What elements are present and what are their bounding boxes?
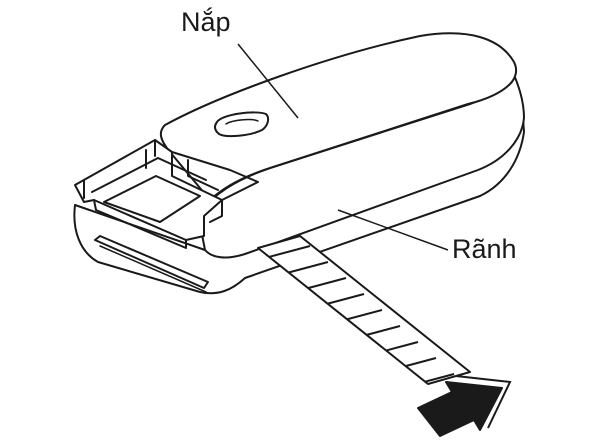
fob-bottom-slot (94, 235, 209, 289)
battery-cavity (171, 151, 259, 201)
lid-label: Nắp (181, 7, 231, 37)
groove-label: Rãnh (452, 234, 517, 264)
flat-screwdriver-icon (257, 235, 471, 385)
lid-leader-line (237, 43, 299, 119)
push-arrow-icon (417, 375, 512, 437)
groove-leader-line (337, 209, 449, 251)
lid-button-icon (213, 111, 270, 138)
fob-open-tray (74, 139, 223, 241)
